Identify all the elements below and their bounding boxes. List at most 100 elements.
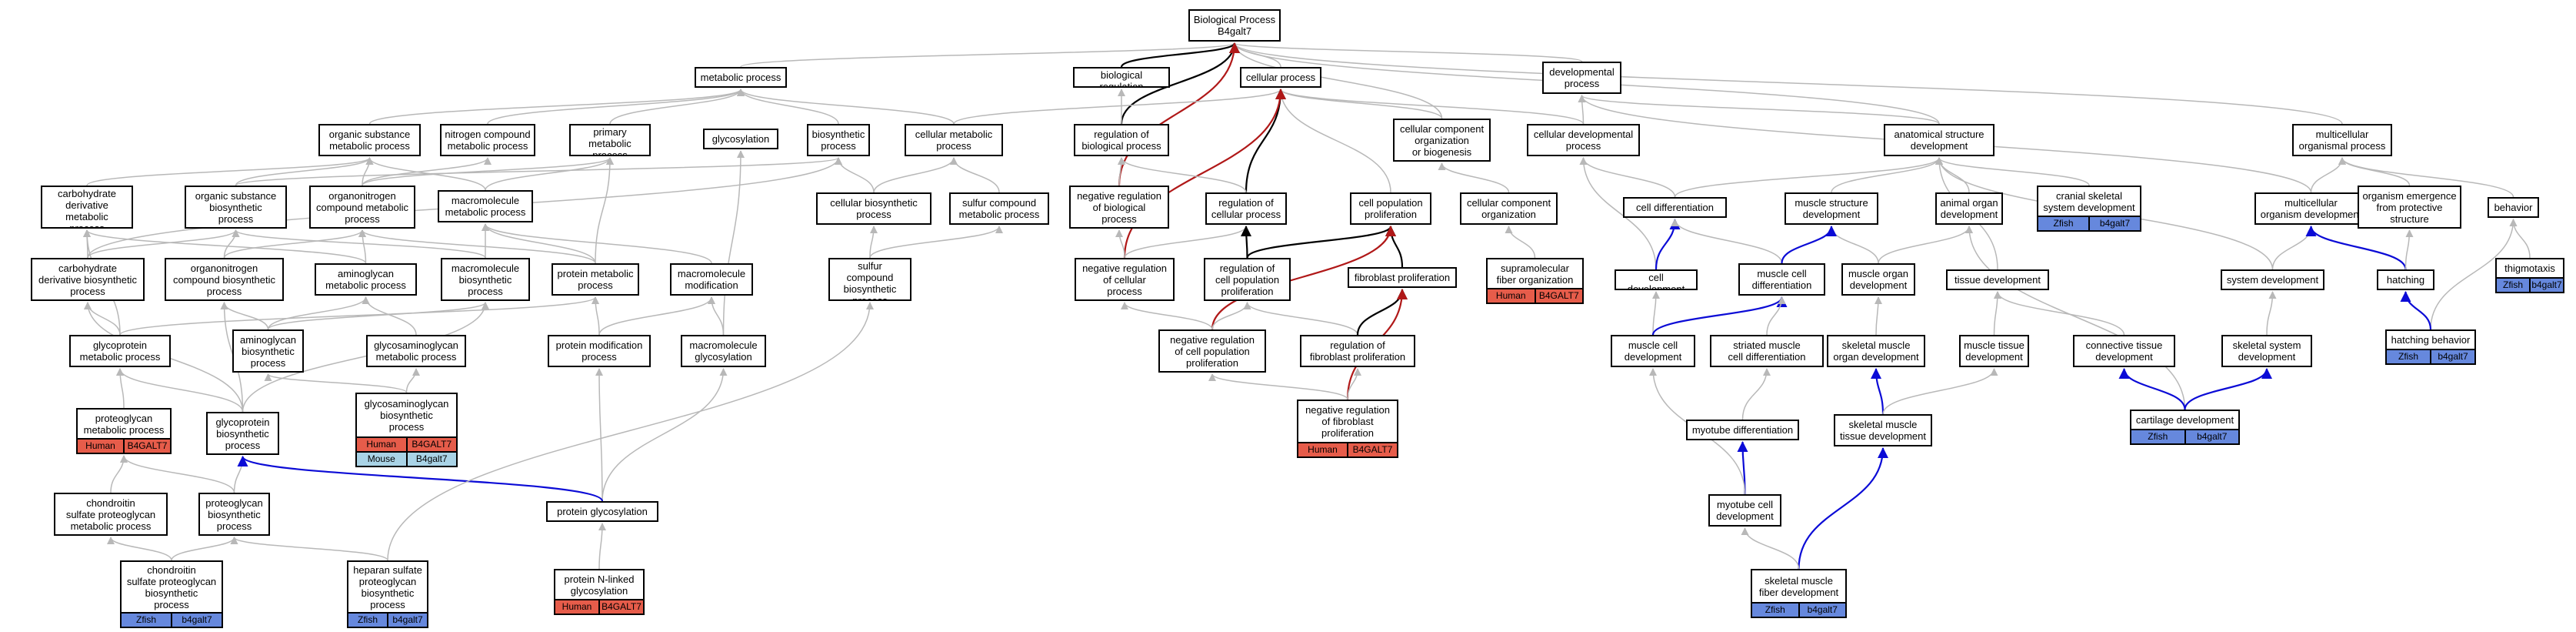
go-term-celldevproc[interactable]: cellular developmental process [1527, 124, 1640, 156]
go-term-glycoprotmet[interactable]: glycoprotein metabolic process [69, 335, 171, 367]
go-term-myotubedev[interactable]: myotube cell development [1708, 494, 1781, 527]
go-term-aminobio[interactable]: aminoglycan biosynthetic process [232, 329, 304, 373]
go-term-organobio[interactable]: organonitrogen compound biosynthetic pro… [165, 258, 284, 301]
go-term-muscelldev[interactable]: muscle cell development [1611, 335, 1695, 367]
go-term-protglyco[interactable]: protein glycosylation [546, 501, 658, 522]
go-term-label: proteoglycan biosynthetic process [205, 497, 263, 532]
go-term-skelsys[interactable]: skeletal system development [2221, 335, 2312, 367]
go-term-hatching[interactable]: hatching [2377, 269, 2434, 290]
go-term-negregbio[interactable]: negative regulation of biological proces… [1069, 186, 1169, 229]
go-term-bp[interactable]: Biological Process B4galt7 [1188, 9, 1281, 42]
go-term-celldev[interactable]: cell development [1615, 269, 1698, 290]
go-term-tissuedev[interactable]: tissue development [1946, 269, 2049, 290]
gene-symbol: B4GALT7 [405, 438, 456, 451]
go-term-label: glycosaminoglycan biosynthetic process [364, 398, 449, 433]
go-term-label: striated muscle cell differentiation [1728, 339, 1806, 363]
go-term-nitro[interactable]: nitrogen compound metabolic process [440, 124, 535, 156]
go-term-regbio[interactable]: regulation of biological process [1074, 124, 1169, 156]
go-term-anatdev[interactable]: anatomical structure development [1884, 124, 1994, 156]
go-term-orgsubbio[interactable]: organic substance biosynthetic process [185, 186, 287, 229]
go-term-behavior[interactable]: behavior [2488, 197, 2539, 218]
go-term-negregfibro[interactable]: negative regulation of fibroblast prolif… [1297, 400, 1398, 458]
go-term-label: myotube cell development [1716, 499, 1774, 522]
go-term-protmod[interactable]: protein modification process [548, 335, 651, 367]
go-term-emergence[interactable]: organism emergence from protective struc… [2358, 186, 2461, 229]
go-term-myotubediff[interactable]: myotube differentiation [1686, 420, 1799, 440]
go-term-cellular[interactable]: cellular process [1240, 67, 1321, 88]
go-term-orgsub[interactable]: organic substance metabolic process [318, 124, 421, 156]
go-term-cellmet[interactable]: cellular metabolic process [905, 124, 1003, 156]
go-term-macromod[interactable]: macromolecule modification [670, 263, 753, 296]
go-term-cccorg[interactable]: cellular component organization or bioge… [1393, 119, 1491, 162]
edge-black-regcellpop-to-cellpop [1246, 226, 1396, 259]
edge-black-regcell-to-cellular [1245, 89, 1286, 193]
go-term-biosyn[interactable]: biosynthetic process [807, 124, 870, 156]
go-term-hsbio[interactable]: heparan sulfate proteoglycan biosyntheti… [347, 560, 428, 628]
go-term-label: multicellular organism development [2260, 197, 2362, 220]
go-term-bioreg[interactable]: biological regulation [1073, 67, 1170, 88]
go-term-protmet[interactable]: protein metabolic process [552, 263, 639, 296]
go-term-muscelldiff[interactable]: muscle cell differentiation [1738, 263, 1825, 296]
go-term-regcell[interactable]: regulation of cellular process [1205, 192, 1287, 225]
go-term-csmet[interactable]: chondroitin sulfate proteoglycan metabol… [54, 493, 168, 536]
go-term-regfibro[interactable]: regulation of fibroblast proliferation [1300, 335, 1415, 367]
edge-black-regcellpop-to-regcell [1241, 226, 1252, 259]
go-term-negregcellpop[interactable]: negative regulation of cell population p… [1158, 329, 1266, 373]
go-term-label: behavior [2494, 202, 2533, 213]
go-term-devproc[interactable]: developmental process [1542, 62, 1621, 94]
go-term-glycosylation[interactable]: glycosylation [703, 129, 778, 149]
go-term-negregcell[interactable]: negative regulation of cellular process [1075, 258, 1175, 301]
edge-black-regfibro-to-fibroprolif [1356, 289, 1408, 336]
species-label: Human [555, 600, 598, 614]
go-term-conntissue[interactable]: connective tissue development [2073, 335, 2175, 367]
go-term-aminometa[interactable]: aminoglycan metabolic process [315, 263, 417, 296]
go-term-animorgan[interactable]: animal organ development [1935, 192, 2003, 225]
go-term-skelmusorgan[interactable]: skeletal muscle organ development [1827, 335, 1925, 367]
go-term-macromet[interactable]: macromolecule metabolic process [438, 190, 533, 222]
go-term-carbbio[interactable]: carbohydrate derivative biosynthetic pro… [31, 258, 145, 301]
go-term-striated[interactable]: striated muscle cell differentiation [1710, 335, 1824, 367]
go-term-cellpop[interactable]: cell population proliferation [1350, 192, 1431, 225]
go-term-cellbiosyn[interactable]: cellular biosynthetic process [816, 192, 931, 225]
go-term-sulfurmet[interactable]: sulfur compound metabolic process [949, 192, 1049, 225]
go-term-macroglyco[interactable]: macromolecule glycosylation [681, 335, 766, 367]
go-term-mustissue[interactable]: muscle tissue development [1959, 335, 2029, 367]
go-term-label: skeletal system development [2232, 339, 2301, 363]
go-term-musorgandev[interactable]: muscle organ development [1841, 263, 1915, 296]
go-term-systemdev[interactable]: system development [2221, 269, 2324, 290]
go-term-gagmet[interactable]: glycosaminoglycan metabolic process [366, 335, 466, 367]
go-term-label: cellular component organization or bioge… [1399, 122, 1485, 158]
gene-symbol: b4galt7 [2430, 350, 2474, 363]
go-term-glycoprotbio[interactable]: glycoprotein biosynthetic process [206, 412, 279, 455]
go-term-multiproc[interactable]: multicellular organismal process [2292, 124, 2392, 156]
go-term-macrobio[interactable]: macromolecule biosynthetic process [441, 258, 530, 301]
go-term-pgbio[interactable]: proteoglycan biosynthetic process [198, 493, 270, 536]
go-term-primary[interactable]: primary metabolic process [569, 124, 651, 156]
go-term-regcellpop[interactable]: regulation of cell population proliferat… [1204, 258, 1291, 301]
go-term-musstructdev[interactable]: muscle structure development [1785, 192, 1878, 225]
go-term-celldiff[interactable]: cell differentiation [1623, 197, 1727, 218]
edge-gray-celldiff-to-anatdev [1674, 157, 1943, 198]
go-term-cccorg2[interactable]: cellular component organization [1460, 192, 1558, 225]
go-term-csbio[interactable]: chondroitin sulfate proteoglycan biosynt… [120, 560, 223, 628]
go-term-metabolic[interactable]: metabolic process [695, 67, 787, 88]
edge-gray-cellpop-to-cellular [1277, 89, 1391, 193]
go-term-skelmustissue[interactable]: skeletal muscle tissue development [1834, 414, 1932, 446]
go-term-carbmet[interactable]: carbohydrate derivative metabolic proces… [41, 186, 133, 229]
edge-gray-hsbio-to-pgbio [230, 537, 388, 561]
go-term-multidev[interactable]: multicellular organism development [2254, 192, 2368, 225]
go-term-sulfurbio[interactable]: sulfur compound biosynthetic process [828, 258, 911, 301]
edge-gray-aminobio-to-aminometa [267, 296, 370, 330]
go-term-fibroprolif[interactable]: fibroblast proliferation [1348, 267, 1457, 288]
go-term-organometa[interactable]: organonitrogen compound metabolic proces… [309, 186, 415, 229]
